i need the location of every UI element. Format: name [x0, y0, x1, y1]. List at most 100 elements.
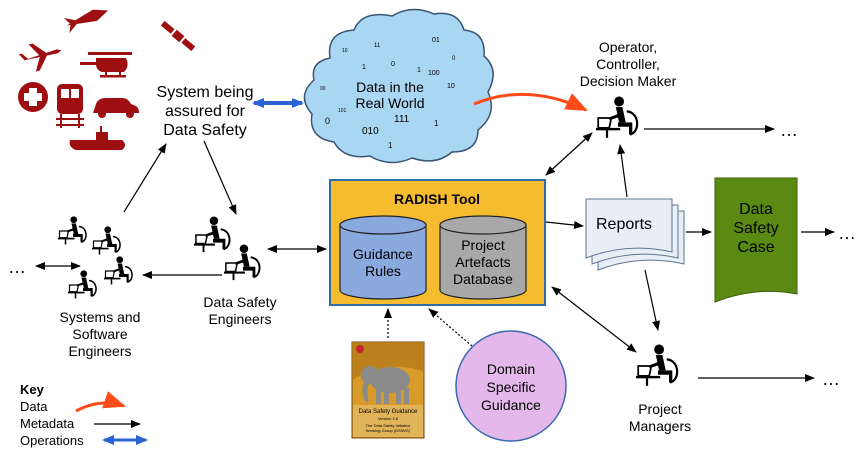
- key-data-arrow: [75, 391, 126, 413]
- svg-text:Metadata: Metadata: [20, 416, 75, 431]
- satellite-icon: [160, 20, 196, 52]
- svg-text:Rules: Rules: [365, 263, 401, 279]
- helicopter-icon: [80, 52, 132, 78]
- svg-text:Engineers: Engineers: [208, 311, 271, 327]
- data-safety-guidance-book: Data Safety Guidance Version 3.6 The Dat…: [351, 341, 425, 439]
- operator-tool-arrow: [545, 132, 593, 176]
- cloud-bit: 0: [325, 116, 330, 126]
- operator-label: Operator, Controller, Decision Maker: [580, 39, 677, 89]
- engineer-person-icon: [58, 216, 87, 246]
- project-managers-label: Project Managers: [629, 401, 691, 434]
- radish-tool: RADISH Tool Guidance Rules Project Artef…: [329, 179, 546, 306]
- guidance-rules-db: Guidance Rules: [339, 215, 427, 300]
- svg-text:Managers: Managers: [629, 418, 691, 434]
- project-artefacts-db: Project Artefacts Database: [439, 215, 527, 300]
- operator-person-icon: [596, 96, 639, 139]
- cloud-title: Real World: [356, 95, 425, 111]
- svg-text:Data Safety: Data Safety: [203, 294, 276, 310]
- svg-text:Database: Database: [453, 271, 513, 287]
- domain-to-tool-arrow: [428, 308, 473, 347]
- reports-to-managers-arrow: [644, 269, 661, 331]
- svg-text:Controller,: Controller,: [596, 56, 660, 72]
- engineer-person-icon: [104, 256, 133, 286]
- engineers-ellipsis: …: [8, 257, 26, 277]
- car-icon: [93, 98, 139, 118]
- tool-to-reports-arrow: [545, 221, 584, 230]
- system-to-dse-arrow: [203, 140, 237, 215]
- svg-text:Engineers: Engineers: [68, 343, 131, 359]
- cloud-bit: 111: [394, 114, 410, 125]
- svg-text:System being: System being: [157, 84, 254, 101]
- reports-document: Reports: [585, 198, 685, 271]
- data-safety-case: Data Safety Case: [714, 177, 798, 303]
- cloud-bit: 10: [342, 48, 348, 54]
- svg-text:Artefacts: Artefacts: [455, 254, 510, 270]
- cloud-bit: 010: [362, 126, 379, 137]
- svg-text:Guidance: Guidance: [353, 246, 413, 262]
- engineer-person-icon: [68, 270, 97, 300]
- domain-guidance-circle: Domain Specific Guidance: [455, 330, 567, 442]
- svg-text:Safety: Safety: [733, 220, 778, 237]
- dse-person-icon: [194, 216, 231, 254]
- svg-text:Data Safety Guidance: Data Safety Guidance: [359, 409, 418, 415]
- svg-text:Reports: Reports: [596, 216, 652, 233]
- submarine-icon: [69, 126, 125, 150]
- svg-text:Data: Data: [20, 399, 48, 414]
- svg-text:Project: Project: [638, 401, 682, 417]
- svg-text:Domain: Domain: [487, 361, 535, 377]
- svg-text:Software: Software: [72, 326, 127, 342]
- rocket-icon: [64, 9, 109, 34]
- svg-text:Version 3.6: Version 3.6: [378, 416, 399, 421]
- medical-cross-icon: [18, 82, 48, 112]
- cloud-bit: 10: [447, 83, 455, 90]
- svg-text:Operations: Operations: [20, 433, 84, 448]
- cloud-bit: 1: [362, 64, 366, 71]
- svg-text:Data: Data: [739, 201, 773, 218]
- cloud-bit: 11: [374, 43, 381, 49]
- key-legend: Key Data Metadata Operations: [20, 382, 148, 448]
- managers-ellipsis: …: [822, 369, 840, 389]
- case-ellipsis: …: [838, 223, 856, 243]
- cloud-bit: 01: [432, 37, 440, 44]
- svg-text:Operator,: Operator,: [599, 39, 657, 55]
- svg-text:Systems and: Systems and: [60, 309, 141, 325]
- engineers-to-system-arrow: [123, 143, 167, 213]
- radish-tool-title: RADISH Tool: [394, 191, 480, 207]
- svg-text:Case: Case: [737, 239, 774, 256]
- svg-text:The Data Safety Initiative: The Data Safety Initiative: [366, 423, 411, 428]
- svg-text:Guidance: Guidance: [481, 397, 541, 413]
- systems-engineers-label: Systems and Software Engineers: [60, 309, 141, 359]
- operator-ellipsis: …: [780, 120, 798, 140]
- engineer-person-icon: [92, 226, 121, 256]
- cloud-bit: 00: [320, 86, 326, 92]
- svg-text:Specific: Specific: [486, 379, 535, 395]
- real-world-cloud: 11 01 10 1 0 0 00 1 100 10 101 0 111 1 0…: [303, 8, 494, 164]
- airplane-icon: [18, 43, 62, 72]
- reports-to-operator-arrow: [617, 144, 628, 198]
- dse-person-icon: [224, 244, 261, 282]
- elephant-icon: [361, 366, 410, 404]
- project-manager-person-icon: [636, 344, 679, 387]
- cloud-bit: 1: [434, 119, 439, 128]
- cloud-bit: 1: [417, 67, 421, 74]
- cloud-bit: 0: [391, 61, 395, 68]
- svg-text:Decision Maker: Decision Maker: [580, 73, 677, 89]
- dse-label: Data Safety Engineers: [203, 294, 276, 327]
- cloud-bit: 101: [338, 108, 347, 114]
- svg-text:Key: Key: [20, 382, 45, 397]
- cloud-bit: 1: [388, 141, 393, 150]
- svg-text:Data Safety: Data Safety: [163, 122, 247, 139]
- system-label: System being assured for Data Safety: [157, 84, 254, 139]
- system-icons: [18, 9, 196, 150]
- svg-text:assured for: assured for: [165, 103, 246, 120]
- svg-text:Project: Project: [461, 237, 505, 253]
- cloud-bit: 100: [428, 70, 440, 77]
- svg-text:Working Group (DSIWG): Working Group (DSIWG): [366, 428, 411, 433]
- cloud-bit: 0: [452, 56, 456, 62]
- tool-managers-arrow: [551, 286, 637, 353]
- data-arrow: [473, 92, 588, 112]
- train-icon: [56, 84, 84, 128]
- cloud-title: Data in the: [356, 79, 424, 95]
